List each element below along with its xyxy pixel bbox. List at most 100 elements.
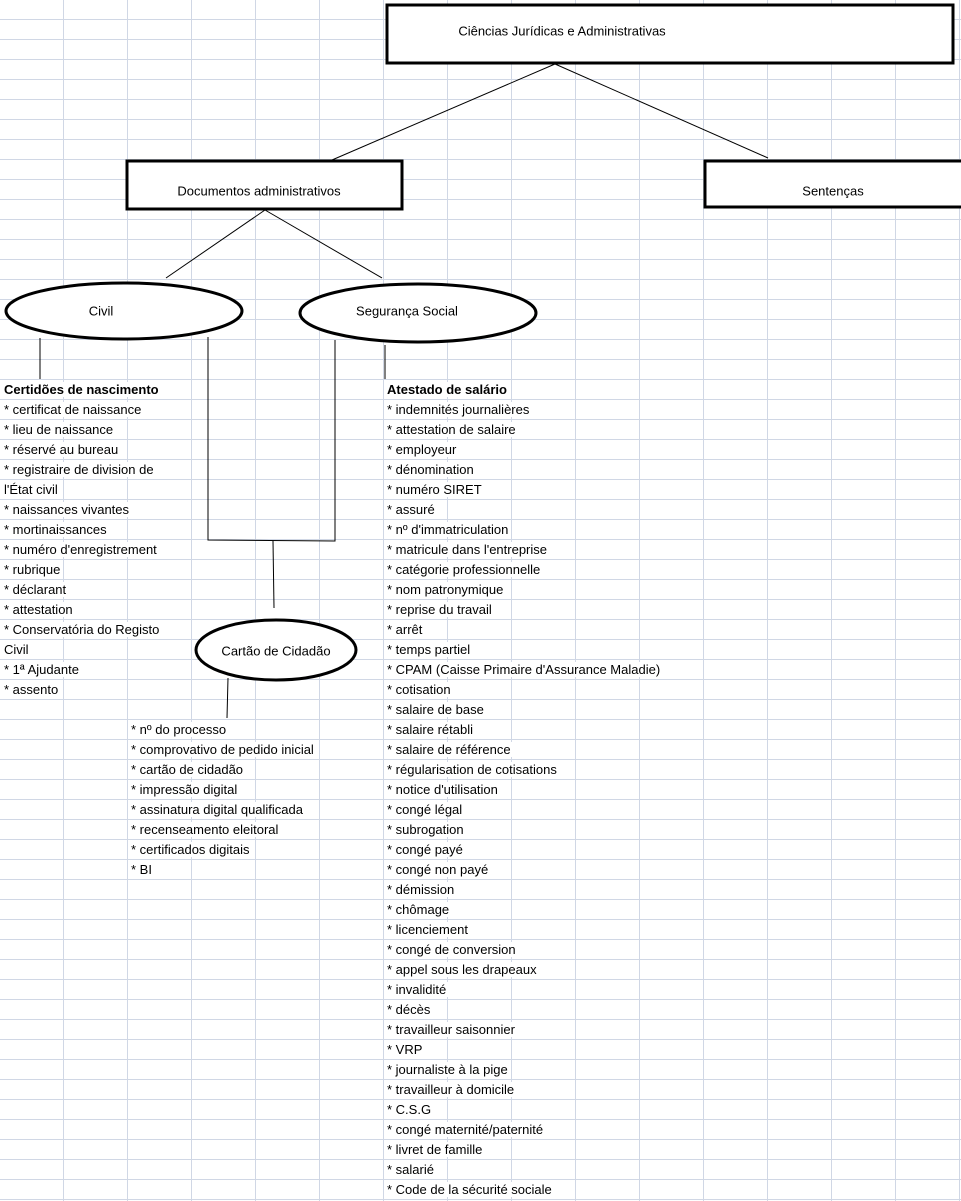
list-item-text: * assinatura digital qualificada [131, 802, 306, 817]
list-item: * licenciement [387, 920, 663, 940]
list-item: * salarié [387, 1160, 663, 1180]
list-item-text: * nom patronymique [387, 582, 507, 597]
connector [165, 209, 266, 279]
list-item-text: * régularisation de cotisations [387, 762, 560, 777]
list-item: * temps partiel [387, 640, 663, 660]
seguranca-list: Atestado de salário * indemnités journal… [387, 380, 664, 1200]
list-item-text: * certificat de naissance [4, 402, 145, 417]
list-item: * attestation de salaire [387, 420, 663, 440]
list-item: * certificat de naissance [4, 400, 162, 420]
list-item-text: * rubrique [4, 562, 64, 577]
list-item-text: l'État civil [4, 482, 61, 497]
seguranca-label: Segurança Social [356, 303, 458, 319]
list-item: * nom patronymique [387, 580, 663, 600]
list-item: * congé maternité/paternité [387, 1120, 663, 1140]
list-item-text: * 1ª Ajudante [4, 662, 82, 677]
list-item-text: * numéro d'enregistrement [4, 542, 160, 557]
list-item: * matricule dans l'entreprise [387, 540, 663, 560]
list-item: * congé légal [387, 800, 663, 820]
list-item-text: * livret de famille [387, 1142, 486, 1157]
list-item: * 1ª Ajudante [4, 660, 162, 680]
list-item-text: * certificados digitais [131, 842, 253, 857]
sentencas-label: Sentenças [802, 183, 864, 199]
civil-label: Civil [88, 303, 114, 319]
list-item: * appel sous les drapeaux [387, 960, 663, 980]
list-item: * numéro SIRET [387, 480, 663, 500]
list-item-text: * C.S.G [387, 1102, 435, 1117]
list-item-text: * impressão digital [131, 782, 241, 797]
documentos-box [125, 159, 404, 211]
list-item-text: * reprise du travail [387, 602, 495, 617]
list-title: Certidões de nascimento [4, 380, 162, 400]
list-item: * certificados digitais [131, 840, 317, 860]
cartao-label: Cartão de Cidadão [221, 643, 331, 659]
list-item: * impressão digital [131, 780, 317, 800]
list-item-text: * comprovativo de pedido inicial [131, 742, 317, 757]
list-item-text: * lieu de naissance [4, 422, 117, 437]
list-item-text: * indemnités journalières [387, 402, 533, 417]
list-item-text: * appel sous les drapeaux [387, 962, 540, 977]
list-item: * Conservatória do Registo [4, 620, 163, 640]
list-item-text: * subrogation [387, 822, 467, 837]
list-item: * registraire de division de [4, 460, 162, 480]
list-item-text: * déclarant [4, 582, 70, 597]
list-item: * assento [4, 680, 162, 700]
list-item-text: * congé légal [387, 802, 466, 817]
list-item-text: * mortinaissances [4, 522, 110, 537]
list-item-text: * journaliste à la pige [387, 1062, 511, 1077]
list-item: * démission [387, 880, 663, 900]
list-item: * mortinaissances [4, 520, 162, 540]
list-item: * indemnités journalières [387, 400, 663, 420]
list-item: * subrogation [387, 820, 663, 840]
list-item-text: * chômage [387, 902, 453, 917]
list-item-text: * employeur [387, 442, 460, 457]
list-item: * catégorie professionnelle [387, 560, 663, 580]
list-item: * travailleur saisonnier [387, 1020, 663, 1040]
list-item-text: * invalidité [387, 982, 450, 997]
list-item: * employeur [387, 440, 663, 460]
list-item: * déclarant [4, 580, 162, 600]
list-item: * salaire rétabli [387, 720, 663, 740]
list-item: * congé payé [387, 840, 663, 860]
list-item: * livret de famille [387, 1140, 663, 1160]
list-item: * dénomination [387, 460, 663, 480]
list-item: * décès [387, 1000, 663, 1020]
list-item: * journaliste à la pige [387, 1060, 663, 1080]
list-item: * cartão de cidadão [131, 760, 317, 780]
list-item: * assinatura digital qualificada [131, 800, 317, 820]
list-item: * invalidité [387, 980, 663, 1000]
list-item-text: * attestation [4, 602, 76, 617]
documentos-label: Documentos administrativos [177, 183, 341, 199]
list-item-text: * nº d'immatriculation [387, 522, 512, 537]
list-item-text: * salarié [387, 1162, 437, 1177]
list-item-text: * licenciement [387, 922, 471, 937]
list-title: Atestado de salário [387, 380, 663, 400]
list-item: Civil [4, 640, 162, 660]
list-item-text: * BI [131, 862, 155, 877]
list-item-text: * naissances vivantes [4, 502, 133, 517]
list-item: * rubrique [4, 560, 162, 580]
list-item-text: * travailleur saisonnier [387, 1022, 518, 1037]
list-item: * naissances vivantes [4, 500, 162, 520]
list-item: * lieu de naissance [4, 420, 162, 440]
connector [272, 540, 275, 609]
list-item-text: * congé de conversion [387, 942, 519, 957]
list-item-text: * dénomination [387, 462, 477, 477]
list-item-text: * assento [4, 682, 62, 697]
list-title-text: Certidões de nascimento [4, 382, 162, 397]
connector [554, 63, 769, 159]
list-item: * cotisation [387, 680, 663, 700]
list-item: * travailleur à domicile [387, 1080, 663, 1100]
root-label: Ciências Jurídicas e Administrativas [458, 23, 666, 39]
list-item-text: * décès [387, 1002, 434, 1017]
list-item-text: * VRP [387, 1042, 426, 1057]
list-item-text: * registraire de division de [4, 462, 157, 477]
list-item-text: * travailleur à domicile [387, 1082, 518, 1097]
list-item: * CPAM (Caisse Primaire d'Assurance Mala… [387, 660, 664, 680]
civil-ellipse [4, 281, 244, 341]
root-box [385, 3, 955, 65]
list-item-text: * démission [387, 882, 458, 897]
list-item: * régularisation de cotisations [387, 760, 663, 780]
list-item-text: * CPAM (Caisse Primaire d'Assurance Mala… [387, 662, 664, 677]
